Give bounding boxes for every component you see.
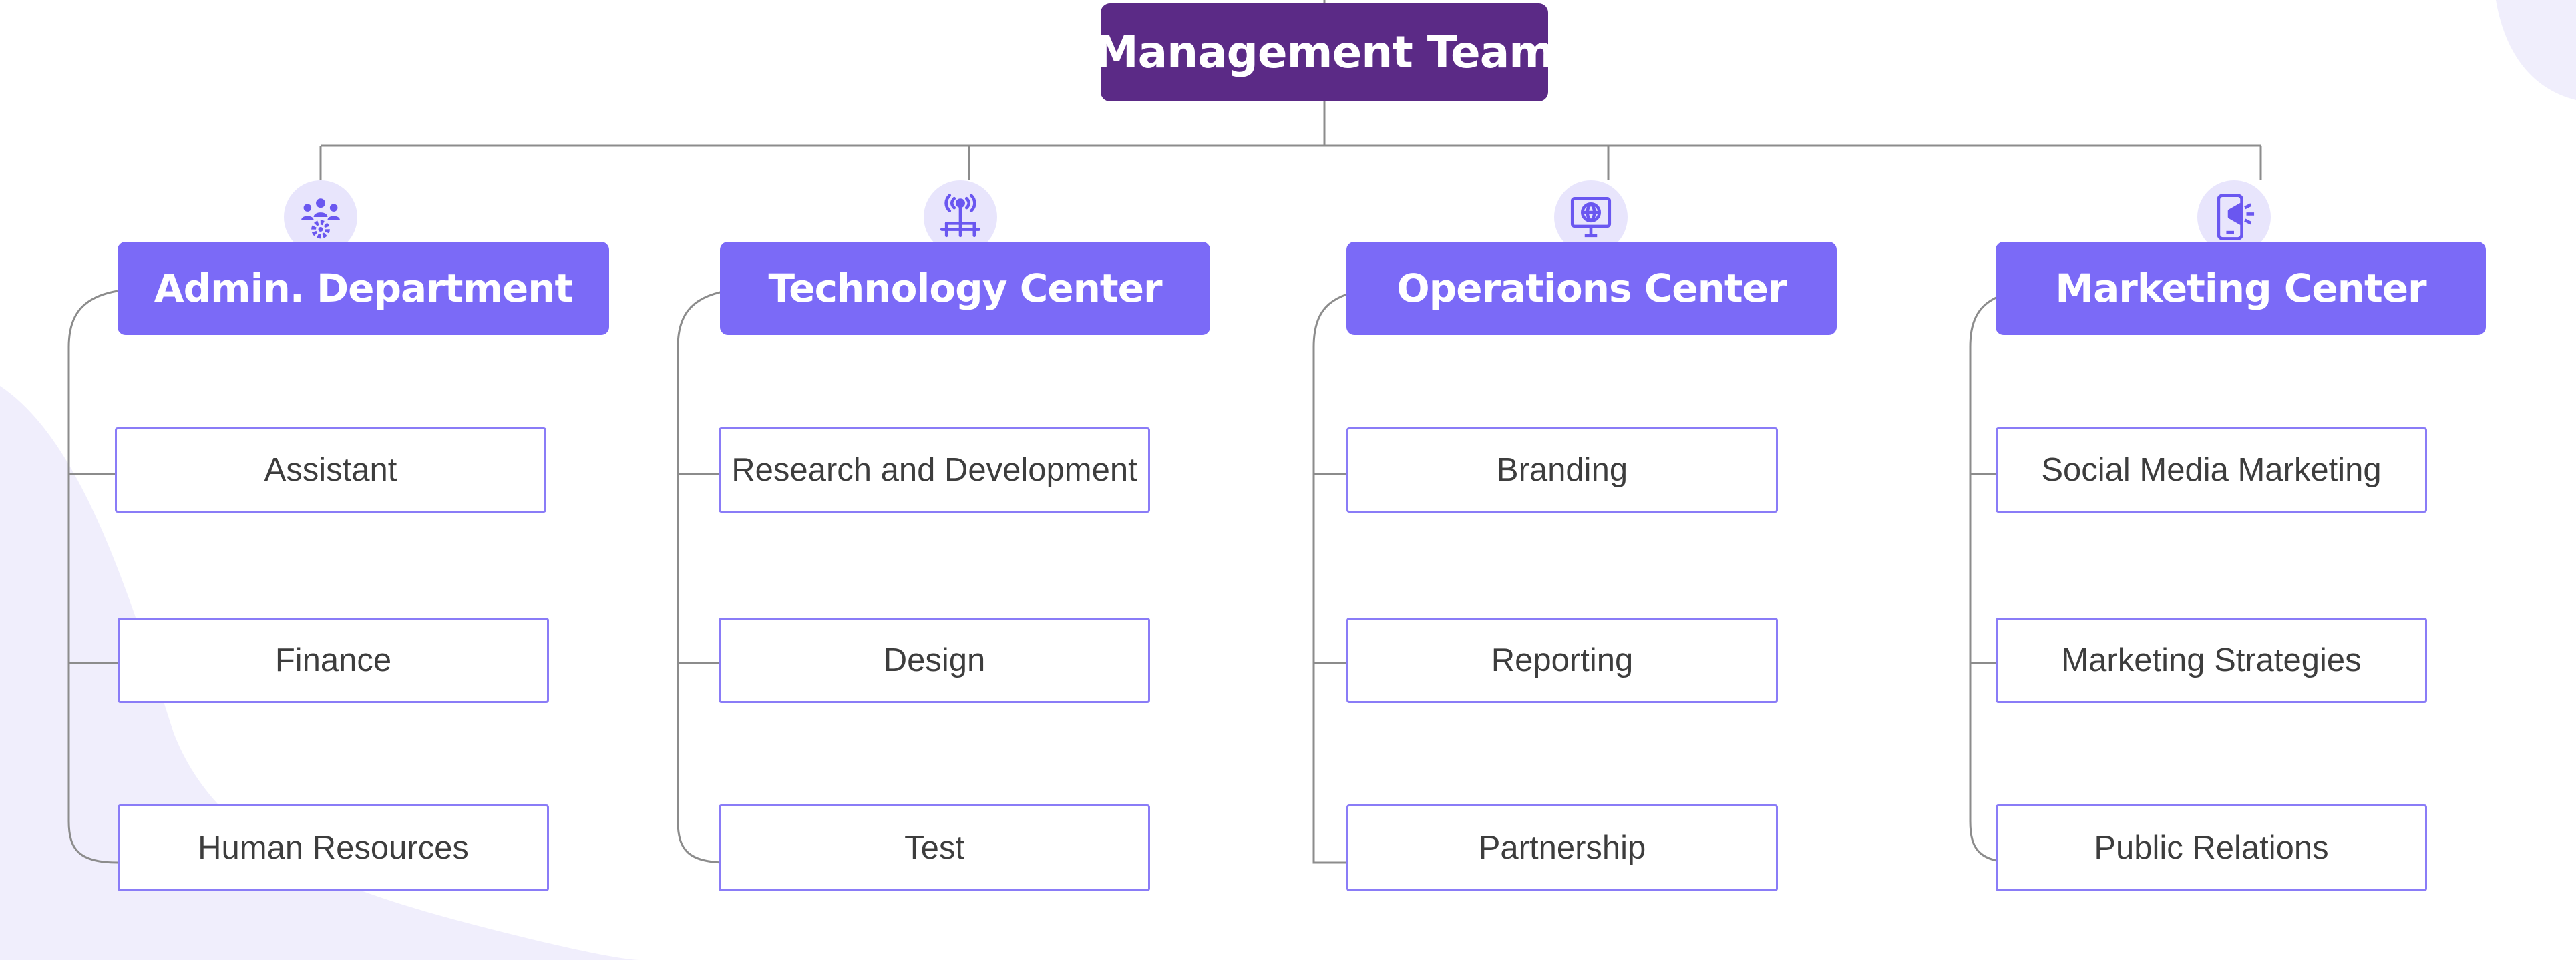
node-social-media-marketing: Social Media Marketing <box>1996 427 2427 513</box>
node-design-label: Design <box>883 642 986 678</box>
node-research-and-development: Research and Development <box>719 427 1150 513</box>
node-public-relations-label: Public Relations <box>2094 830 2329 866</box>
node-research-and-development-label: Research and Development <box>731 452 1137 488</box>
node-marketing-strategies-label: Marketing Strategies <box>2061 642 2362 678</box>
node-reporting-label: Reporting <box>1491 642 1634 678</box>
background-blob-top-right <box>2496 0 2576 100</box>
node-branding-label: Branding <box>1496 452 1628 488</box>
branch-admin <box>67 290 118 864</box>
marketing-icon-circle <box>2197 180 2271 254</box>
node-reporting: Reporting <box>1346 618 1778 703</box>
team-gear-icon <box>301 198 340 239</box>
dept-marketing-label: Marketing Center <box>2055 266 2426 311</box>
operations-icon-circle <box>1554 180 1628 254</box>
admin-icon-circle <box>284 180 357 254</box>
node-finance: Finance <box>118 618 549 703</box>
dept-admin: Admin. Department <box>118 242 609 335</box>
root-label: Management Team <box>1094 27 1555 78</box>
node-test: Test <box>719 804 1150 891</box>
node-finance-label: Finance <box>274 642 392 678</box>
node-assistant-label: Assistant <box>264 452 397 488</box>
network-antenna-icon <box>940 194 981 238</box>
node-human-resources-label: Human Resources <box>198 830 469 866</box>
dept-marketing: Marketing Center <box>1996 242 2486 335</box>
dept-operations: Operations Center <box>1346 242 1837 335</box>
root-node: Management Team <box>1095 3 1555 101</box>
node-marketing-strategies: Marketing Strategies <box>1996 618 2427 703</box>
dept-admin-label: Admin. Department <box>154 266 573 311</box>
node-assistant: Assistant <box>115 427 546 513</box>
mobile-megaphone-icon <box>2217 194 2255 240</box>
node-test-label: Test <box>904 830 964 866</box>
dept-technology: Technology Center <box>720 242 1210 335</box>
node-branding: Branding <box>1346 427 1778 513</box>
node-social-media-marketing-label: Social Media Marketing <box>2041 452 2382 488</box>
dept-technology-label: Technology Center <box>768 266 1162 311</box>
branch-technology <box>677 290 727 864</box>
node-partnership-label: Partnership <box>1478 830 1646 866</box>
dept-operations-label: Operations Center <box>1397 266 1787 311</box>
node-human-resources: Human Resources <box>118 804 549 891</box>
monitor-globe-icon <box>1570 196 1612 238</box>
node-partnership: Partnership <box>1346 804 1778 891</box>
node-public-relations: Public Relations <box>1996 804 2427 891</box>
node-design: Design <box>719 618 1150 703</box>
branch-operations <box>1312 290 1361 864</box>
technology-icon-circle <box>924 180 997 254</box>
branch-marketing <box>1969 290 2019 864</box>
